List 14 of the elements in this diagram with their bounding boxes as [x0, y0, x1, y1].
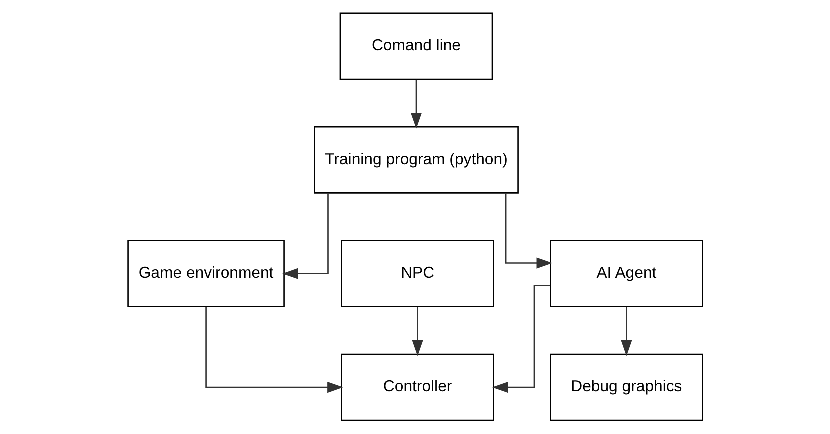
- node-box: Comand line: [339, 12, 493, 80]
- arrow: [205, 307, 343, 394]
- arrow: [412, 307, 423, 356]
- node-box: Training program (python): [314, 126, 518, 194]
- arrow: [410, 80, 422, 129]
- node-box: AI Agent: [550, 240, 703, 308]
- arrow: [492, 285, 550, 394]
- node-box: Controller: [340, 354, 494, 422]
- node-box: NPC: [340, 240, 494, 308]
- arrow: [282, 194, 328, 280]
- node-box: Game environment: [127, 240, 284, 308]
- arrow: [504, 193, 552, 269]
- arrow: [620, 307, 632, 356]
- node-box: Debug graphics: [550, 354, 703, 422]
